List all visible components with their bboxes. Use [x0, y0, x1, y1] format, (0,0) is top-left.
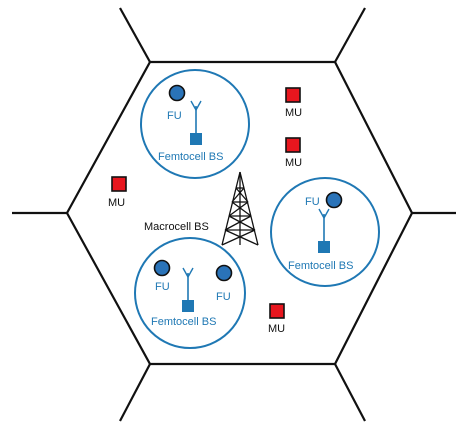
- macrocell-bs-label: Macrocell BS: [144, 221, 209, 233]
- neighbor-edge-top-left: [119, 7, 151, 63]
- neighbor-edge-bottom-right: [334, 363, 366, 422]
- fu-label: FU: [305, 196, 320, 208]
- antenna-box-icon: [318, 208, 330, 253]
- neighbor-edge-top-right: [334, 7, 366, 63]
- femtocell-bs-label: Femtocell BS: [158, 151, 223, 163]
- fu-label: FU: [155, 281, 170, 293]
- fu-icon: [325, 191, 343, 209]
- lattice-tower-icon: [221, 171, 259, 246]
- fu-label: FU: [216, 291, 231, 303]
- mu-label: MU: [108, 197, 125, 209]
- mu-icon: [285, 87, 301, 103]
- femtocell-coverage-2: [270, 177, 380, 287]
- antenna-box-icon: [182, 267, 194, 312]
- fu-icon: [215, 264, 233, 282]
- femtocell-coverage-1: [140, 69, 250, 179]
- femtocell-bs-label: Femtocell BS: [151, 316, 216, 328]
- mu-label: MU: [268, 323, 285, 335]
- femtocell-bs-label: Femtocell BS: [288, 260, 353, 272]
- mu-label: MU: [285, 107, 302, 119]
- fu-label: FU: [167, 110, 182, 122]
- fu-icon: [153, 259, 171, 277]
- neighbor-edge-bottom-left: [119, 363, 151, 422]
- mu-icon: [269, 303, 285, 319]
- mu-label: MU: [285, 157, 302, 169]
- mu-icon: [111, 176, 127, 192]
- mu-icon: [285, 137, 301, 153]
- femtocell-coverage-3: [134, 237, 246, 349]
- fu-icon: [168, 84, 186, 102]
- antenna-box-icon: [190, 100, 202, 145]
